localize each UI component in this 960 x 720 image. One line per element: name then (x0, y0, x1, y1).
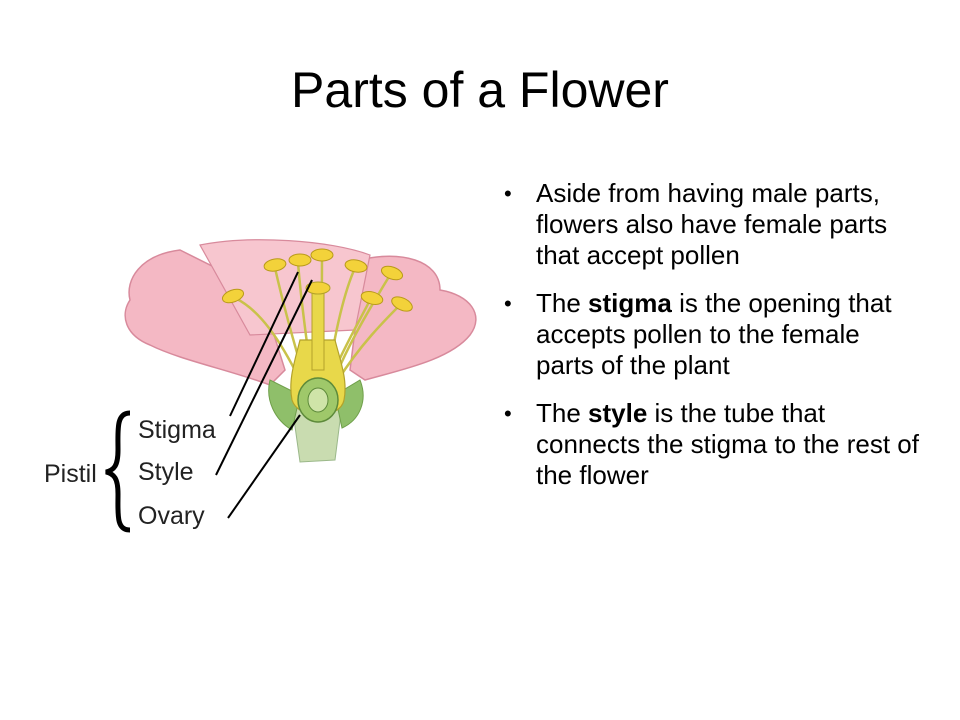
bullet-item: •The style is the tube that connects the… (504, 398, 919, 490)
flower-diagram: Pistil Stigma Style Ovary (44, 239, 477, 533)
ovary-label: Ovary (138, 502, 205, 530)
stigma (305, 281, 331, 295)
stigma-label: Stigma (138, 416, 216, 444)
bullet-list: •Aside from having male parts, flowers a… (500, 178, 920, 508)
stigma-term: stigma (588, 288, 672, 318)
anthers (221, 248, 413, 312)
bullet-item: •Aside from having male parts, flowers a… (504, 178, 888, 270)
back-petal (199, 239, 371, 336)
pistil-brace (105, 410, 131, 533)
bullet-item: •The stigma is the opening that accepts … (504, 288, 892, 380)
ovule (307, 387, 329, 413)
slide-title: Parts of a Flower (291, 62, 669, 118)
leader-lines (215, 271, 313, 519)
right-petal (349, 255, 477, 381)
pistil-label: Pistil (44, 460, 97, 488)
style-label: Style (138, 458, 194, 486)
style (311, 289, 325, 371)
bullet-dot-icon: • (504, 401, 512, 426)
bullet-dot-icon: • (504, 181, 512, 206)
bullet-dot-icon: • (504, 291, 512, 316)
style-term: style (588, 398, 648, 428)
